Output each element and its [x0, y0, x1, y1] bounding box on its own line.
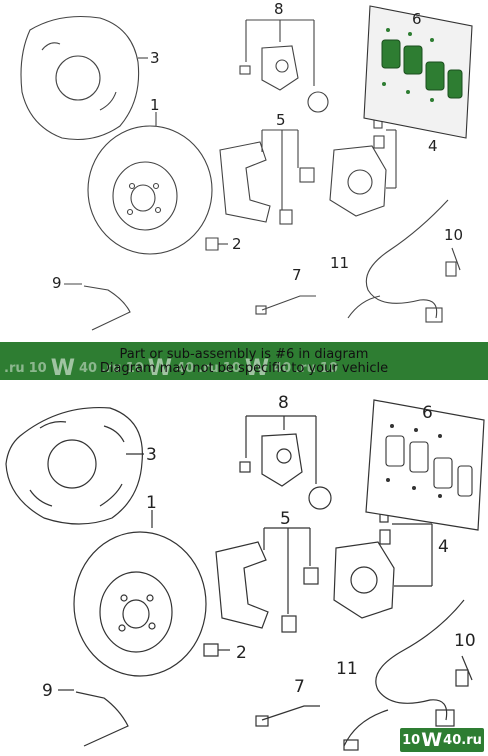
callout-4: 4	[438, 537, 449, 557]
backing-plate	[5, 406, 143, 525]
callout-6: 6	[422, 403, 433, 423]
top-caliper-housing	[261, 45, 299, 91]
bottom-diagram: 1 2 3 4 5 6 7 8 9 10 11	[0, 380, 488, 756]
watermark-text: .ru	[4, 360, 25, 376]
top-pad	[425, 61, 445, 91]
watermark-text: .ru	[101, 360, 122, 376]
brake-bolt	[203, 643, 219, 657]
wear-sensor	[261, 705, 320, 721]
callout-11: 11	[336, 659, 358, 679]
top-sensor-wire	[365, 199, 449, 319]
callout-1: 1	[146, 493, 157, 513]
info-banner: .ru 10 W 40 .ru 10 W 40 .ru 10 W 40 .ru …	[0, 342, 488, 380]
pad-kit	[365, 399, 485, 531]
top-brake-rotor	[87, 125, 213, 255]
top-pad	[403, 45, 423, 75]
brake-pad	[433, 457, 453, 489]
watermark-text: W	[147, 355, 173, 381]
watermark-text: 10	[28, 360, 47, 376]
top-pad	[381, 39, 401, 69]
top-pad-kit	[363, 5, 473, 139]
watermark-text: 40	[176, 360, 195, 376]
top-callout-7: 7	[292, 266, 302, 284]
watermark-text: 10	[125, 360, 144, 376]
top-backing-plate	[20, 15, 140, 141]
brake-pad	[385, 435, 405, 467]
callout-2: 2	[236, 643, 247, 663]
brake-pad	[409, 441, 429, 473]
watermark-text: 40	[78, 360, 98, 376]
top-bolt	[205, 237, 219, 251]
logo-text: W	[421, 729, 443, 751]
top-diagram: 1 2 3 4 5 6 7 8 9 10 11	[0, 0, 488, 340]
top-callout-10: 10	[444, 226, 463, 244]
callout-5: 5	[280, 509, 291, 529]
callout-3: 3	[146, 445, 157, 465]
brake-rotor	[73, 531, 207, 677]
watermark-text: W	[50, 355, 75, 381]
top-diagram-svg: 1 2 3 4 5 6 7 8 9 10 11	[20, 0, 473, 331]
watermark-text: 10	[319, 360, 338, 376]
caliper-carrier	[215, 541, 269, 629]
watermark-text: .ru	[295, 360, 316, 376]
abs-sensor-wire	[375, 599, 465, 721]
top-callout-11: 11	[330, 254, 349, 272]
callout-9: 9	[42, 681, 53, 701]
brake-caliper	[333, 541, 395, 619]
top-wear-sensor	[261, 295, 316, 311]
top-callout-2: 2	[232, 235, 242, 253]
caliper-housing	[261, 433, 303, 487]
top-wire	[83, 285, 131, 331]
top-callout-9: 9	[52, 274, 62, 292]
top-callout-8: 8	[274, 0, 284, 18]
watermark-text: 40	[273, 360, 292, 376]
logo-text: 40.ru	[443, 732, 482, 748]
site-logo: 10 W 40.ru	[400, 728, 484, 752]
top-caliper-carrier	[219, 141, 271, 223]
watermark-text: .ru	[198, 360, 219, 376]
callout-8: 8	[278, 393, 289, 413]
top-pad	[447, 69, 463, 99]
callout-7: 7	[294, 677, 305, 697]
top-callout-1: 1	[150, 96, 160, 114]
banner-line-2: Diagram may not be specific to your vehi…	[99, 361, 389, 376]
callout-10: 10	[454, 631, 476, 651]
watermark-text: 10	[222, 360, 241, 376]
bottom-diagram-svg: 1 2 3 4 5 6 7 8 9 10 11	[5, 393, 485, 751]
brake-wire	[75, 691, 129, 747]
watermark-row: .ru 10 W 40 .ru 10 W 40 .ru 10 W 40 .ru …	[0, 355, 488, 381]
brake-pad	[457, 465, 473, 497]
logo-text: 10	[402, 732, 421, 748]
top-callout-3: 3	[150, 49, 160, 67]
watermark-text: W	[244, 355, 270, 381]
top-callout-4: 4	[428, 137, 438, 155]
top-callout-6: 6	[412, 10, 422, 28]
banner-line-1: Part or sub-assembly is #6 in diagram	[119, 347, 369, 362]
top-caliper	[329, 145, 387, 217]
top-callout-5: 5	[276, 111, 286, 129]
abs-sensor	[461, 655, 473, 681]
